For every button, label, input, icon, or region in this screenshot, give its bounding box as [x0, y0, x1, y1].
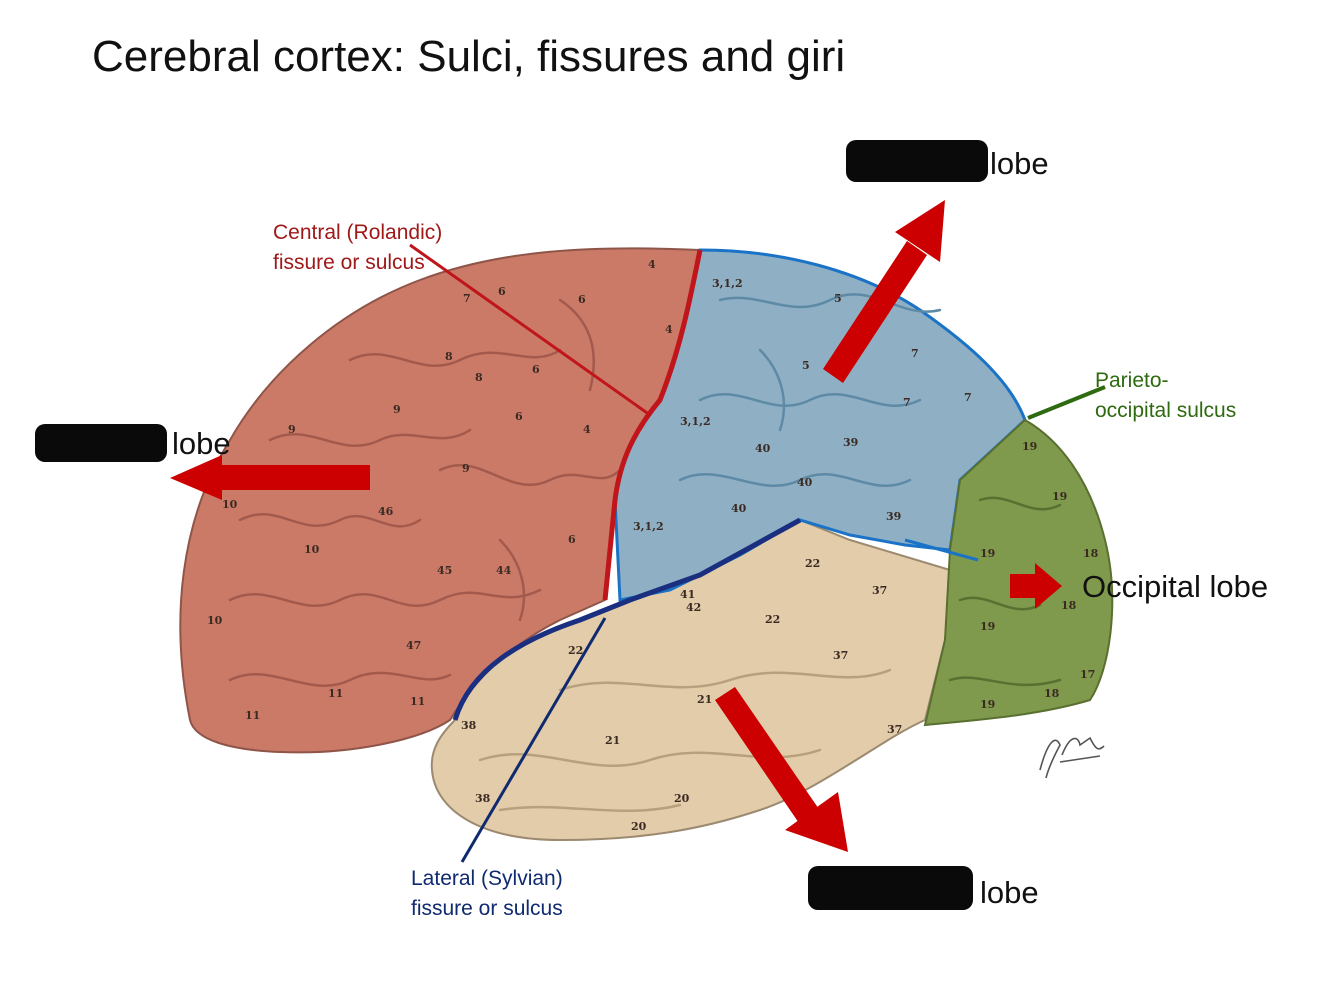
- area-number: 22: [568, 644, 583, 657]
- redaction-box-parietal: [846, 140, 988, 182]
- arrow-parietal: [823, 200, 945, 383]
- parieto-label-line1: Parieto-: [1095, 369, 1169, 392]
- area-number: 3,1,2: [680, 415, 711, 428]
- redaction-box-frontal: [35, 424, 167, 462]
- area-number: 9: [462, 462, 470, 475]
- area-number: 8: [475, 371, 483, 384]
- netter-signature: [1039, 736, 1105, 779]
- lateral-fissure-edge: [452, 517, 802, 721]
- area-number: 18: [1044, 687, 1060, 700]
- area-number: 3,1,2: [633, 520, 664, 533]
- area-number: 6: [515, 410, 523, 423]
- area-number: 37: [872, 584, 887, 597]
- area-number: 4: [665, 323, 673, 336]
- area-number: 22: [765, 613, 780, 626]
- parieto-blue-marker: [904, 538, 979, 562]
- area-number: 44: [496, 564, 512, 577]
- area-number: 8: [445, 350, 453, 363]
- area-number: 19: [980, 620, 995, 633]
- area-number: 7: [463, 292, 471, 305]
- arrow-occipital: [1010, 563, 1062, 609]
- area-number: 39: [843, 436, 858, 449]
- area-number: 39: [886, 510, 901, 523]
- area-number: 45: [437, 564, 452, 577]
- area-number: 38: [475, 792, 491, 805]
- area-number: 21: [605, 734, 620, 747]
- area-number: 3,1,2: [712, 277, 743, 290]
- area-number: 37: [833, 649, 848, 662]
- central-label-line2: fissure or sulcus: [273, 251, 425, 274]
- temporal-lobe-label: lobe: [980, 875, 1039, 910]
- area-number: 17: [1080, 668, 1095, 681]
- area-number: 5: [802, 359, 810, 372]
- occipital-lobe: [923, 418, 1114, 727]
- area-number: 40: [731, 502, 747, 515]
- lateral-leader-line: [460, 617, 607, 863]
- area-number: 11: [245, 709, 260, 722]
- area-number: 38: [461, 719, 477, 732]
- lateral-label-line1: Lateral (Sylvian): [411, 867, 563, 890]
- area-number: 20: [631, 820, 647, 833]
- area-number: 6: [578, 293, 586, 306]
- area-number: 9: [393, 403, 401, 416]
- area-number: 18: [1061, 599, 1077, 612]
- occipital-lobe-label: Occipital lobe: [1082, 569, 1269, 604]
- central-label-line1: Central (Rolandic): [273, 221, 443, 244]
- parieto-occipital-label: Parieto- occipital sulcus: [1095, 366, 1236, 426]
- area-number: 10: [304, 543, 320, 556]
- central-fissure-edge: [602, 249, 703, 601]
- lateral-fissure-label: Lateral (Sylvian) fissure or sulcus: [411, 864, 563, 924]
- gyri-texture: [228, 293, 1062, 813]
- parieto-leader-line: [1027, 385, 1106, 420]
- area-number: 5: [834, 292, 842, 305]
- area-number: 4: [648, 258, 656, 271]
- area-number: 7: [964, 391, 972, 404]
- page-title: Cerebral cortex: Sulci, fissures and gir…: [92, 32, 846, 81]
- central-fissure-label: Central (Rolandic) fissure or sulcus: [273, 218, 442, 278]
- area-number: 19: [1052, 490, 1067, 503]
- area-number: 19: [1022, 440, 1037, 453]
- central-leader-line: [409, 243, 651, 417]
- area-number: 18: [1083, 547, 1099, 560]
- area-number: 47: [406, 639, 421, 652]
- area-number: 37: [887, 723, 902, 736]
- area-number: 7: [903, 396, 911, 409]
- area-number: 6: [532, 363, 540, 376]
- area-number: 21: [697, 693, 712, 706]
- area-number: 46: [378, 505, 394, 518]
- area-number: 10: [207, 614, 223, 627]
- redaction-box-temporal: [808, 866, 973, 910]
- brodmann-numbers: 4 6 6 6 7 8 8 6 9 9 9 4 4 6 10 46 10 45 …: [207, 258, 1099, 833]
- lateral-label-line2: fissure or sulcus: [411, 897, 563, 920]
- area-number: 11: [328, 687, 343, 700]
- area-number: 11: [410, 695, 425, 708]
- area-number: 10: [222, 498, 238, 511]
- area-number: 41: [680, 588, 695, 601]
- area-number: 42: [686, 601, 701, 614]
- area-number: 7: [911, 347, 919, 360]
- area-number: 19: [980, 698, 995, 711]
- arrow-temporal: [715, 687, 848, 852]
- parieto-label-line2: occipital sulcus: [1095, 399, 1237, 422]
- area-number: 9: [288, 423, 296, 436]
- area-number: 40: [755, 442, 771, 455]
- area-number: 6: [498, 285, 506, 298]
- arrow-frontal: [170, 455, 370, 500]
- area-number: 19: [980, 547, 995, 560]
- area-number: 4: [583, 423, 591, 436]
- area-number: 40: [797, 476, 813, 489]
- area-number: 6: [568, 533, 576, 546]
- area-number: 20: [674, 792, 690, 805]
- frontal-lobe-label: lobe: [172, 426, 231, 461]
- area-number: 22: [805, 557, 820, 570]
- parietal-lobe-label: lobe: [990, 146, 1049, 181]
